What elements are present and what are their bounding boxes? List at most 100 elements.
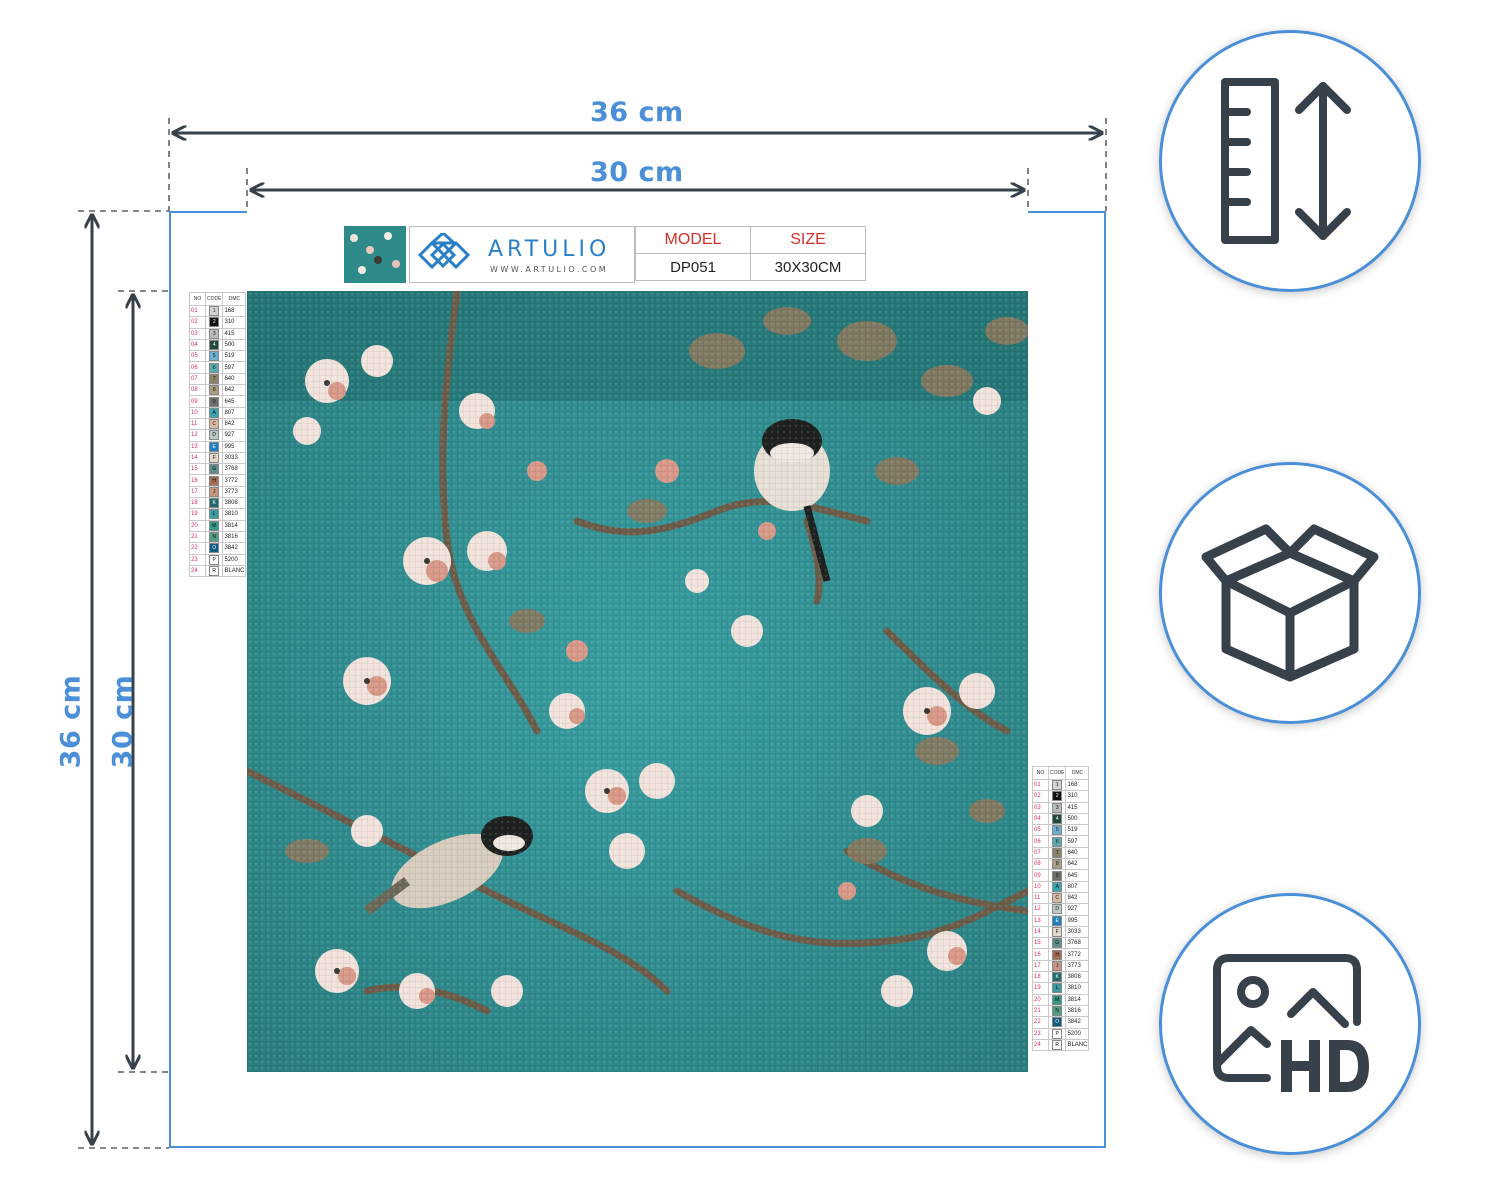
- legend-dmc: 5200: [222, 553, 247, 566]
- legend-dmc: 807: [1065, 880, 1090, 893]
- legend-number: 05: [1032, 824, 1049, 837]
- legend-number: 10: [189, 406, 206, 419]
- legend-number: 09: [189, 395, 206, 408]
- legend-dmc: 842: [1065, 891, 1090, 905]
- legend-swatch: 1: [209, 306, 220, 317]
- legend-code: F: [204, 451, 224, 465]
- legend-code: R: [1047, 1038, 1067, 1052]
- legend-code: 3: [1047, 801, 1067, 814]
- legend-dmc: BLANC: [222, 564, 247, 578]
- mosaic-artwork: [247, 291, 1028, 1072]
- legend-swatch: E: [1052, 915, 1063, 926]
- legend-number: 04: [1032, 812, 1049, 826]
- size-value: 30X30CM: [750, 253, 866, 281]
- artulio-logo-icon: [417, 233, 471, 270]
- legend-dmc: BLANC: [1065, 1038, 1090, 1052]
- legend-number: 11: [1032, 891, 1049, 905]
- legend-swatch: 7: [1052, 847, 1063, 858]
- legend-code: 6: [1047, 835, 1067, 848]
- legend-code: G: [204, 463, 224, 476]
- legend-code: L: [1047, 982, 1067, 995]
- legend-code: 4: [204, 338, 224, 352]
- legend-number: 03: [189, 327, 206, 340]
- legend-dmc: 842: [222, 417, 247, 431]
- legend-swatch: L: [1052, 983, 1063, 994]
- legend-code: 9: [204, 395, 224, 408]
- legend-number: 17: [189, 485, 206, 499]
- outer-height-label: 36 cm: [55, 674, 87, 769]
- legend-dmc: 168: [222, 304, 247, 318]
- legend-swatch: 9: [209, 396, 220, 407]
- legend-swatch: 9: [1052, 870, 1063, 881]
- legend-dmc: 3810: [1065, 982, 1090, 995]
- legend-number: 08: [189, 384, 206, 397]
- legend-dmc: 415: [1065, 801, 1090, 814]
- legend-swatch: F: [209, 453, 220, 463]
- legend-number: 15: [1032, 937, 1049, 950]
- legend-code: 7: [204, 372, 224, 386]
- legend-code: M: [204, 519, 224, 532]
- legend-number: 01: [189, 304, 206, 318]
- legend-code: 8: [204, 384, 224, 397]
- legend-dmc: 3816: [1065, 1004, 1090, 1018]
- legend-dmc: 415: [222, 327, 247, 340]
- legend-number: 12: [189, 429, 206, 442]
- legend-number: 02: [189, 316, 206, 329]
- legend-number: 12: [1032, 903, 1049, 916]
- legend-number: 19: [189, 508, 206, 521]
- legend-code: K: [204, 497, 224, 510]
- legend-number: 23: [189, 553, 206, 566]
- model-value: DP051: [635, 253, 751, 281]
- legend-swatch: M: [1052, 994, 1063, 1005]
- legend-number: 23: [1032, 1027, 1049, 1040]
- legend-dmc: 3842: [1065, 1016, 1090, 1029]
- legend-dmc: 640: [1065, 846, 1090, 860]
- legend-dmc: 519: [1065, 824, 1090, 837]
- legend-code: P: [204, 553, 224, 566]
- legend-swatch: C: [1052, 893, 1063, 904]
- legend-code: 1: [1047, 778, 1067, 792]
- legend-dmc: 3033: [1065, 925, 1090, 939]
- legend-number: 19: [1032, 982, 1049, 995]
- brand-url: WWW.ARTULIO.COM: [490, 265, 609, 274]
- legend-code: J: [204, 485, 224, 499]
- legend-swatch: L: [209, 509, 220, 520]
- legend-dmc: 642: [222, 384, 247, 397]
- legend-dmc: 927: [222, 429, 247, 442]
- legend-code: J: [1047, 959, 1067, 973]
- legend-code: H: [204, 474, 224, 487]
- legend-dmc: 995: [1065, 914, 1090, 927]
- legend-dmc: 500: [1065, 812, 1090, 826]
- legend-swatch: O: [1052, 1017, 1063, 1028]
- package-box-icon: [1201, 524, 1379, 682]
- legend-code: 5: [1047, 824, 1067, 837]
- legend-dmc: 310: [222, 316, 247, 329]
- package-icon-circle: [1159, 462, 1421, 724]
- legend-number: 20: [189, 519, 206, 532]
- legend-code: E: [1047, 914, 1067, 927]
- legend-code: 2: [204, 316, 224, 329]
- legend-number: 08: [1032, 858, 1049, 871]
- legend-number: 09: [1032, 869, 1049, 882]
- legend-number: 02: [1032, 790, 1049, 803]
- legend-dmc: 3773: [1065, 959, 1090, 973]
